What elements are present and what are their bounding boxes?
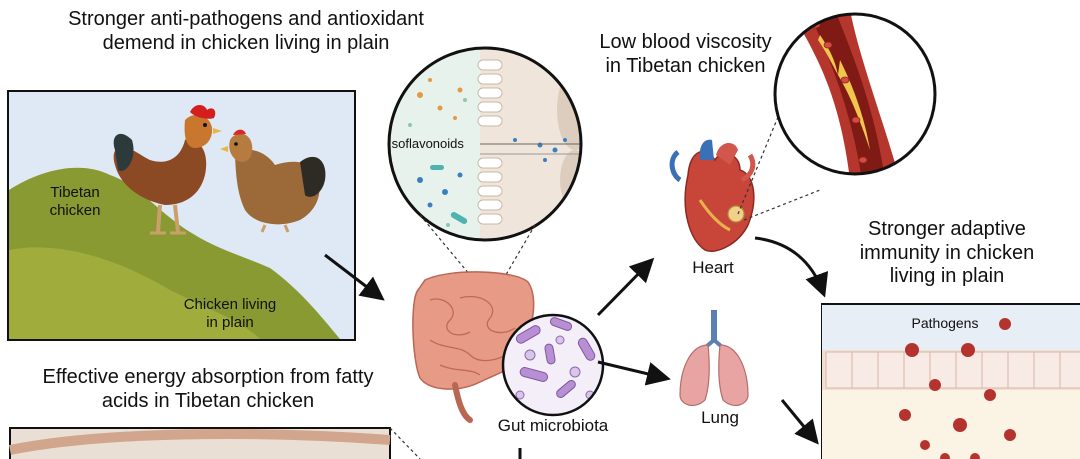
immunity-panel [821,303,1080,459]
heading-blood-viscosity: Low blood viscosity in Tibetan chicken [599,31,772,77]
arrow-gut-to-lung [597,360,671,386]
arrow-chicken-to-gut [324,253,385,301]
arrow-gut-to-heart [596,257,655,317]
heading-energy-absorption: Effective energy absorption from fatty a… [42,366,374,412]
label-heart: Heart [692,258,734,277]
lung-illustration [679,310,749,407]
label-tibetan-chicken: Tibetan chicken [49,184,101,219]
energy-panel [9,427,421,459]
label-lung: Lung [701,408,739,427]
flow-arrows [324,236,829,459]
hen-illustration [220,129,326,233]
chicken-habitat-panel [7,90,356,341]
heart-illustration [669,99,821,252]
rooster-illustration [113,105,222,235]
isoflavonoids-zoom-circle [387,46,583,286]
arrow-lung-to-immunity [780,399,819,445]
gut-microbiota-circle [501,313,605,417]
arrow-heart-to-immunity [754,236,829,298]
heading-anti-pathogens: Stronger anti-pathogens and antioxidant … [68,8,424,54]
heading-adaptive-immunity: Stronger adaptive immunity in chicken li… [859,218,1035,288]
label-isoflavonoids: Isoflavonoids [388,136,464,151]
label-gut-microbiota: Gut microbiota [497,416,609,435]
label-chicken-plain: Chicken living in plain [183,296,277,331]
label-pathogens: Pathogens [911,315,979,331]
blood-vessel-circle [773,12,937,176]
